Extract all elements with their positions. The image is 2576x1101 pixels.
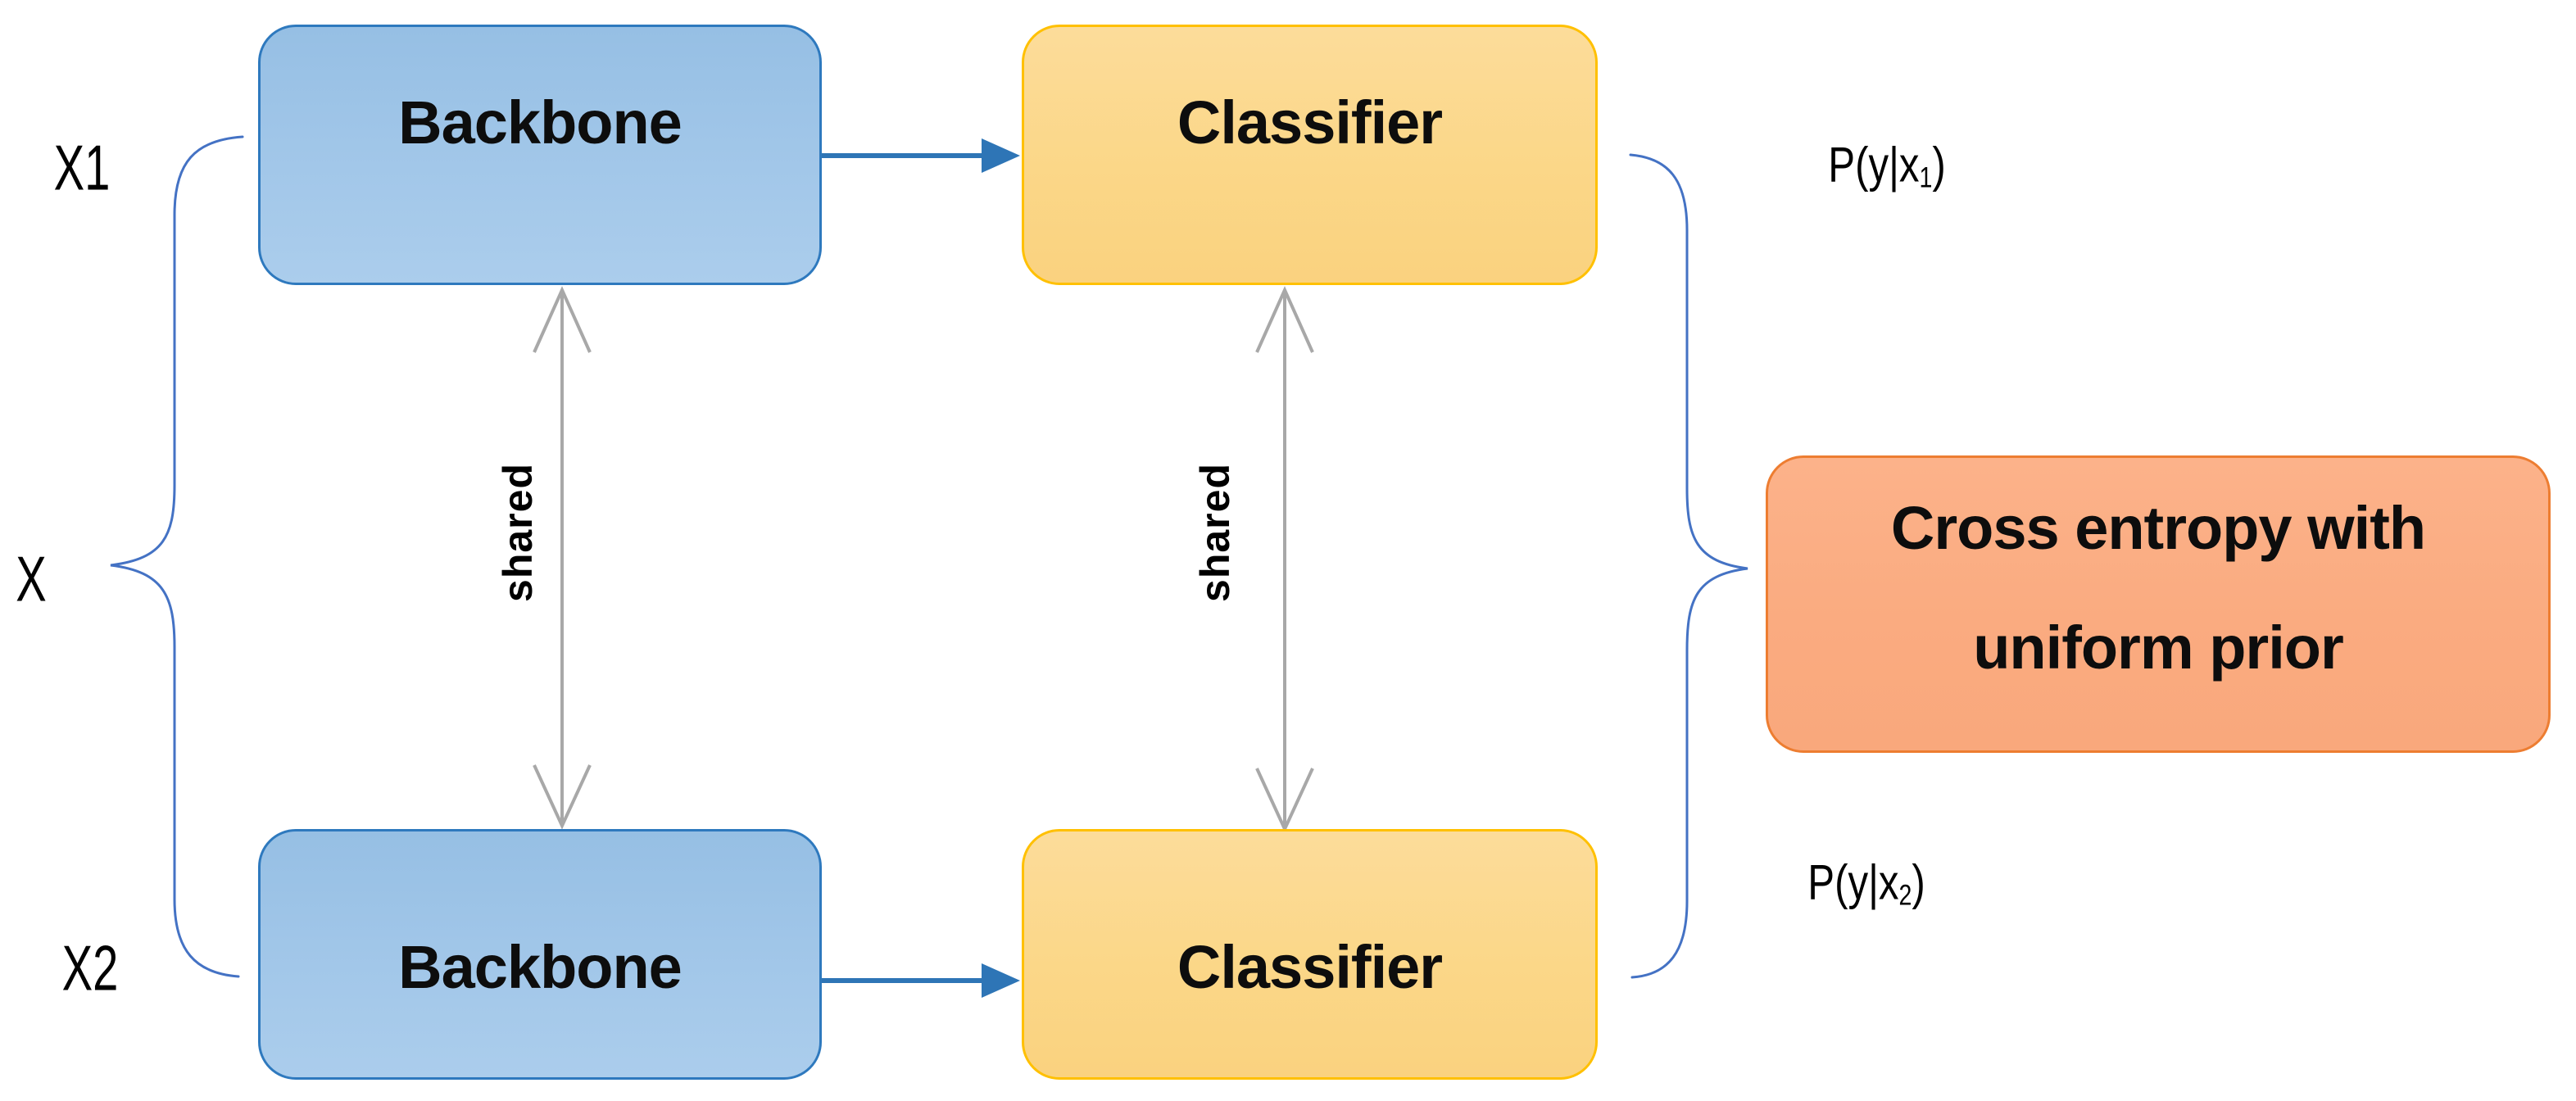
loss-label-line2: uniform prior [1973, 613, 2344, 682]
backbone-top-node: Backbone [258, 25, 822, 285]
backbone-bottom-label: Backbone [398, 932, 683, 1001]
shared-arrow-backbones [533, 286, 592, 830]
arrow-backbone-classifier-bottom [822, 963, 1020, 998]
classifier-top-label: Classifier [1177, 88, 1443, 156]
p1-subscript: 1 [1919, 161, 1933, 194]
classifier-bottom-label: Classifier [1177, 932, 1443, 1001]
p2-base: P(y|x [1807, 854, 1899, 910]
output-label-p1: P(y|x1) [1828, 136, 1945, 194]
output-label-p2: P(y|x2) [1807, 854, 1925, 912]
backbone-top-label: Backbone [398, 88, 683, 156]
classifier-bottom-node: Classifier [1022, 829, 1598, 1080]
left-brace [110, 135, 244, 978]
p2-subscript: 2 [1898, 879, 1912, 912]
loss-node: Cross entropy with uniform prior [1766, 455, 2551, 753]
input-label-x: X [16, 542, 47, 615]
shared-label-classifiers: shared [1192, 463, 1238, 602]
p1-base: P(y|x [1828, 137, 1920, 193]
arrow-backbone-classifier-top [822, 138, 1020, 173]
classifier-top-node: Classifier [1022, 25, 1598, 285]
p1-close: ) [1932, 137, 1946, 193]
input-label-x1: X1 [53, 131, 111, 204]
input-label-x2: X2 [61, 931, 119, 1004]
right-brace [1629, 153, 1748, 979]
shared-arrow-classifiers [1255, 286, 1314, 833]
p2-close: ) [1912, 854, 1925, 910]
loss-label-line1: Cross entropy with [1890, 493, 2426, 562]
backbone-bottom-node: Backbone [258, 829, 822, 1080]
shared-label-backbones: shared [495, 463, 541, 602]
